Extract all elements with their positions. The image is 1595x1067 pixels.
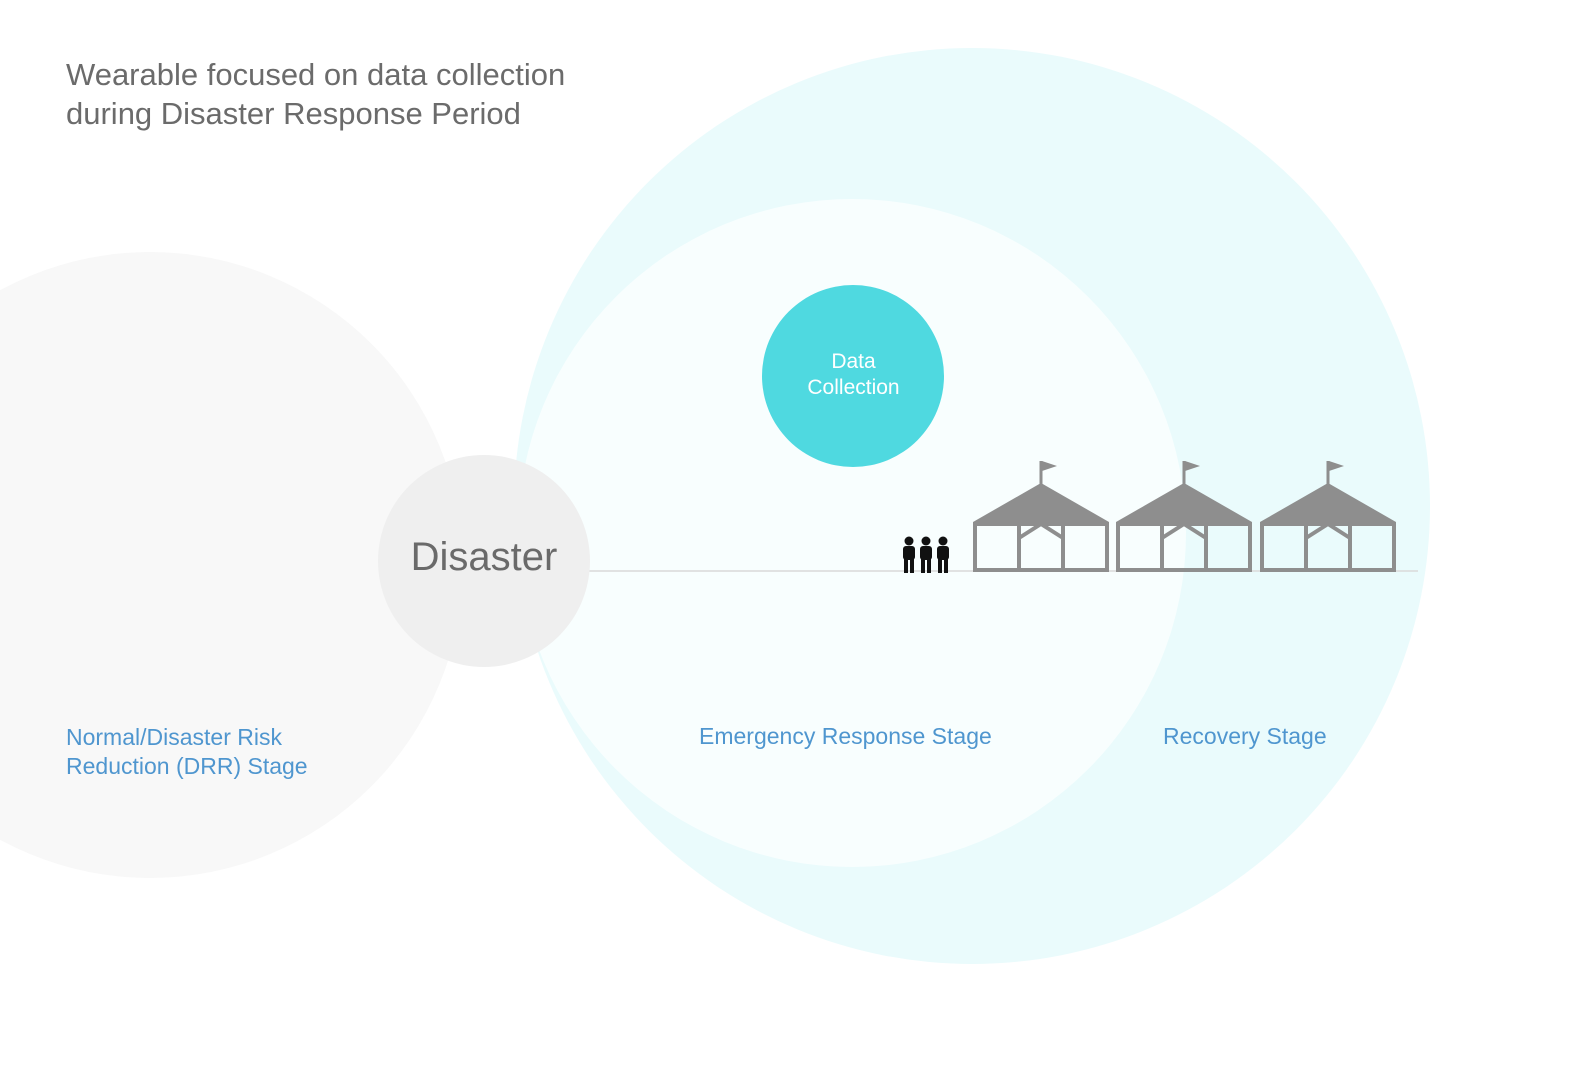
person-icon — [903, 536, 915, 573]
title-line-1: Wearable focused on data collection — [66, 57, 566, 92]
tent-icon — [1116, 461, 1252, 572]
people-group-icon — [903, 536, 949, 573]
title-line-2: during Disaster Response Period — [66, 96, 521, 131]
tent-icon — [973, 461, 1109, 572]
person-icon — [937, 536, 949, 573]
emergency-stage-text: Emergency Response Stage — [699, 723, 992, 749]
diagram-title: Wearable focused on data collection duri… — [66, 55, 565, 133]
data-collection-label: Data Collection — [763, 349, 944, 401]
disaster-circle — [378, 455, 590, 667]
data-collection-circle — [762, 285, 944, 467]
recovery-stage-label: Recovery Stage — [1163, 722, 1327, 751]
emergency-stage-circle — [518, 199, 1186, 867]
person-icon — [920, 536, 932, 573]
normal-stage-line-1: Normal/Disaster Risk — [66, 724, 282, 750]
tent-icon — [1260, 461, 1396, 572]
recovery-stage-text: Recovery Stage — [1163, 723, 1327, 749]
emergency-stage-label: Emergency Response Stage — [699, 722, 992, 751]
data-collection-line-1: Data — [831, 350, 876, 373]
disaster-label: Disaster — [410, 535, 558, 579]
normal-stage-line-2: Reduction (DRR) Stage — [66, 753, 308, 779]
normal-stage-label: Normal/Disaster Risk Reduction (DRR) Sta… — [66, 723, 308, 781]
data-collection-line-2: Collection — [807, 376, 900, 399]
normal-stage-circle — [0, 252, 463, 878]
